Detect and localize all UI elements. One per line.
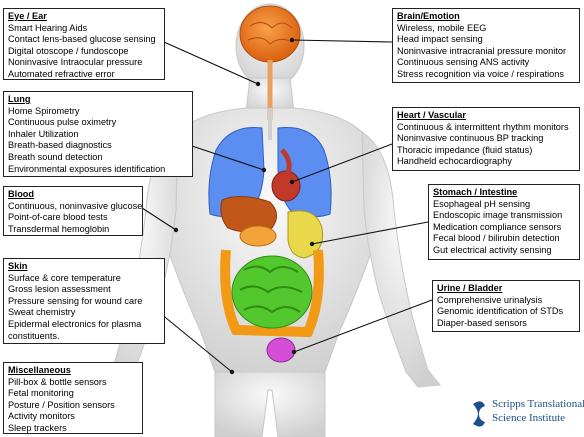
eye-ear-item: Noninvasive Intraocular pressure [8, 57, 143, 68]
lung-item: Breath-based diagnostics [8, 140, 112, 151]
heart-vascular-box: Heart / Vascular Continuous & intermitte… [392, 107, 580, 171]
brain-emotion-box: Brain/Emotion Wireless, mobile EEG Head … [392, 8, 580, 83]
stomach-intestine-box: Stomach / Intestine Esophageal pH sensin… [428, 184, 580, 260]
blood-item: Transdermal hemoglobin [8, 223, 110, 234]
skin-item: Surface & core temperature [8, 272, 121, 283]
brain [239, 5, 301, 63]
lung-item: Breath sound detection [8, 151, 103, 162]
blood-heading: Blood [8, 189, 35, 199]
heart-vascular-item: Handheld echocardiography [397, 156, 512, 167]
stomach-intestine-item: Esophageal pH sensing [433, 198, 531, 209]
connector-dot [289, 179, 295, 185]
urine-bladder-box: Urine / Bladder Comprehensive urinalysis… [432, 280, 580, 332]
misc-item: Sleep trackers [8, 422, 67, 433]
misc-box: Miscellaneous Pill-box & bottle sensors … [3, 362, 143, 434]
stomach-intestine-heading: Stomach / Intestine [433, 187, 518, 197]
liver [220, 196, 277, 233]
urine-bladder-item: Diaper-based sensors [437, 317, 527, 328]
bladder [266, 337, 296, 363]
skin-item: Epidermal electronics for plasma [8, 318, 142, 329]
brain-emotion-item: Noninvasive intracranial pressure monito… [397, 45, 567, 56]
eye-ear-heading: Eye / Ear [8, 11, 47, 21]
stomach-intestine-item: Medication compliance sensors [433, 221, 562, 232]
blood-item: Continuous, noninvasive glucose [8, 200, 143, 211]
brain-emotion-item: Head impact sensing [397, 34, 483, 45]
heart-vascular-item: Continuous & intermittent rhythm monitor… [397, 121, 569, 132]
blood-item: Point-of-care blood tests [8, 212, 108, 223]
connector-dot [229, 369, 235, 375]
lung-item: Environmental exposures identification [8, 163, 166, 174]
skin-item: constituents. [8, 330, 60, 341]
urine-bladder-heading: Urine / Bladder [437, 283, 503, 293]
heart-vascular-heading: Heart / Vascular [397, 110, 466, 120]
stomach-intestine-item: Fecal blood / bilirubin detection [433, 233, 560, 244]
connector-dot [261, 167, 267, 173]
misc-item: Fetal monitoring [8, 388, 74, 399]
blood-box: Blood Continuous, noninvasive glucose Po… [3, 186, 143, 236]
eye-ear-item: Contact lens-based glucose sensing [8, 34, 156, 45]
skin-box: Skin Surface & core temperature Gross le… [3, 258, 165, 344]
heart-vascular-item: Thoracic impedance (fluid status) [397, 144, 533, 155]
colon [220, 249, 324, 338]
lung-item: Inhaler Utilization [8, 128, 79, 139]
connector-dot [309, 241, 315, 247]
eye-ear-box: Eye / Ear Smart Hearing Aids Contact len… [3, 8, 165, 80]
heart [271, 170, 301, 202]
skin-item: Sweat chemistry [8, 307, 76, 318]
lung-item: Home Spirometry [8, 105, 80, 116]
skin-heading: Skin [8, 261, 28, 271]
misc-heading: Miscellaneous [8, 365, 71, 375]
misc-item: Pill-box & bottle sensors [8, 376, 107, 387]
skin-item: Pressure sensing for wound care [8, 295, 143, 306]
stomach-intestine-item: Endoscopic image transmission [433, 210, 563, 221]
connector-dot [255, 81, 261, 87]
gallbladder [239, 225, 277, 247]
brain-emotion-item: Wireless, mobile EEG [397, 22, 487, 33]
stomach [287, 210, 324, 259]
eye-ear-item: Digital otoscope / fundoscope [8, 45, 129, 56]
scripps-logo: Scripps Translational Science Institute [470, 398, 584, 434]
lung-item: Continuous pulse oximetry [8, 117, 117, 128]
skin-item: Gross lesion assessment [8, 284, 111, 295]
urine-bladder-item: Comprehensive urinalysis [437, 294, 543, 305]
brain-emotion-heading: Brain/Emotion [397, 11, 460, 21]
stomach-intestine-item: Gut electrical activity sensing [433, 244, 552, 255]
scripps-logo-icon [473, 401, 485, 427]
lung-heading: Lung [8, 94, 31, 104]
small-intestine [231, 255, 313, 329]
urine-bladder-item: Genomic identification of STDs [437, 306, 564, 317]
connector-dot [291, 349, 297, 355]
lung-box: Lung Home Spirometry Continuous pulse ox… [3, 91, 193, 177]
logo-line-1: Scripps Translational [492, 398, 584, 410]
brain-emotion-item: Stress recognition via voice / respirati… [397, 68, 564, 79]
misc-item: Activity monitors [8, 411, 75, 422]
eye-ear-item: Smart Hearing Aids [8, 22, 88, 33]
connector-dot [289, 37, 295, 43]
connector-dot [173, 227, 179, 233]
eye-ear-item: Automated refractive error [8, 68, 115, 79]
misc-item: Posture / Position sensors [8, 399, 115, 410]
logo-line-2: Science Institute [492, 412, 566, 424]
heart-vascular-item: Noninvasive continuous BP tracking [397, 133, 544, 144]
brain-emotion-item: Continuous sensing ANS activity [397, 57, 530, 68]
aorta [280, 148, 292, 175]
trachea [268, 108, 272, 140]
